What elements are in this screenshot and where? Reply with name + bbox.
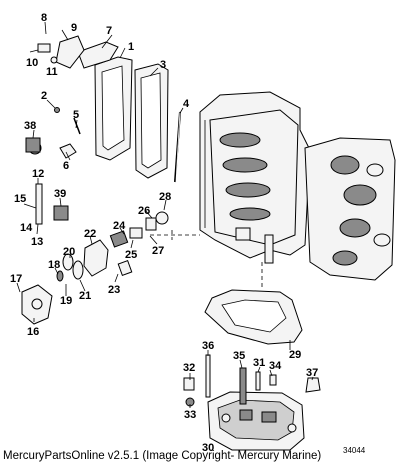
callout-30: 30 — [202, 442, 214, 454]
exhaust-gasket — [134, 63, 169, 179]
housing-bolts — [183, 354, 321, 407]
callout-37: 37 — [306, 367, 318, 379]
callout-8: 8 — [41, 12, 47, 24]
callout-26: 26 — [138, 205, 150, 217]
callout-28: 28 — [159, 191, 171, 203]
callout-17: 17 — [10, 273, 22, 285]
callout-9: 9 — [71, 22, 77, 34]
exhaust-cover-plate — [94, 56, 133, 161]
callout-6: 6 — [63, 160, 69, 172]
callout-21: 21 — [79, 290, 91, 302]
callout-3: 3 — [160, 59, 166, 71]
cylinder-block — [199, 91, 311, 264]
crankcase-cover — [304, 137, 396, 281]
cover-gasket-small — [77, 41, 119, 69]
callout-27: 27 — [152, 245, 164, 257]
callout-12: 12 — [32, 168, 44, 180]
callout-18: 18 — [48, 259, 60, 271]
callout-11: 11 — [46, 66, 58, 78]
callout-36: 36 — [202, 340, 214, 352]
callout-1: 1 — [128, 41, 134, 53]
callout-35: 35 — [233, 350, 245, 362]
callout-14: 14 — [20, 222, 33, 234]
callout-13: 13 — [31, 236, 43, 248]
gasket-plate — [204, 262, 303, 345]
callout-4: 4 — [183, 98, 190, 110]
adapter-housing — [207, 391, 305, 451]
callout-24: 24 — [113, 220, 126, 232]
callout-22: 22 — [84, 228, 96, 240]
diagram-id: 34044 — [343, 446, 366, 455]
callout-23: 23 — [108, 284, 120, 296]
leader-lines — [16, 21, 314, 408]
poppet-valve-assembly — [21, 211, 200, 325]
callout-2: 2 — [41, 90, 47, 102]
callout-29: 29 — [289, 349, 301, 361]
callout-5: 5 — [73, 109, 79, 121]
callout-32: 32 — [183, 362, 195, 374]
callout-labels: 1 2 3 4 5 6 7 8 9 10 11 12 13 14 15 16 1… — [10, 12, 366, 455]
callout-39: 39 — [54, 188, 66, 200]
callout-15: 15 — [14, 193, 26, 205]
copyright-caption: MercuryPartsOnline v2.5.1 (Image Copyrig… — [3, 450, 322, 462]
callout-16: 16 — [27, 326, 39, 338]
dipstick-tube — [174, 111, 181, 183]
callout-38: 38 — [24, 120, 36, 132]
callout-25: 25 — [125, 249, 137, 261]
callout-10: 10 — [26, 57, 38, 69]
callout-31: 31 — [253, 357, 265, 369]
callout-20: 20 — [63, 246, 75, 258]
bleeder-valve-assembly — [29, 35, 85, 69]
callout-33: 33 — [184, 409, 196, 421]
callout-19: 19 — [60, 295, 72, 307]
callout-7: 7 — [106, 25, 112, 37]
callout-34: 34 — [269, 360, 282, 372]
